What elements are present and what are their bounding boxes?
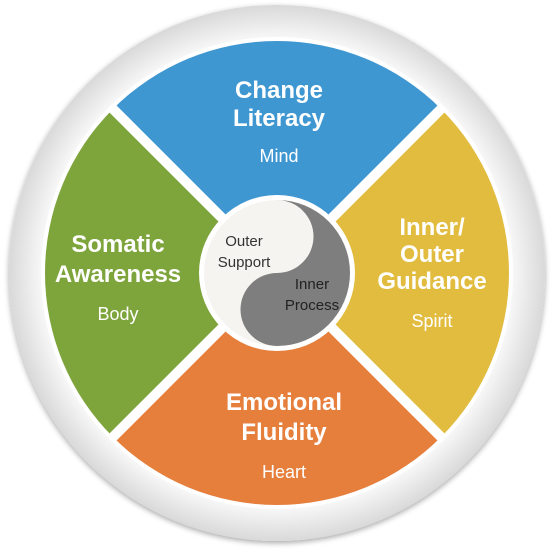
hub-inner-process	[240, 200, 350, 346]
segment-title-inner-line1: Inner/	[399, 214, 465, 241]
segment-subtitle-body: Body	[97, 304, 138, 324]
segment-emotional-fluidity	[107, 273, 447, 505]
segment-title-somatic-line2: Awareness	[55, 261, 181, 288]
hub-label-inner: Inner	[295, 276, 329, 293]
segment-title-emotional-line1: Emotional	[226, 389, 342, 416]
segment-somatic-awareness	[45, 103, 277, 443]
segment-title-change-line2: Literacy	[233, 105, 326, 132]
segment-title-somatic-line1: Somatic	[71, 231, 164, 258]
hub-label-process: Process	[285, 297, 339, 314]
segment-title-inner-line3: Guidance	[377, 268, 486, 295]
segment-subtitle-mind: Mind	[259, 146, 298, 166]
segment-title-inner-line2: Outer	[400, 241, 464, 268]
segment-title-change-line1: Change	[235, 77, 323, 104]
segment-title-emotional-line2: Fluidity	[241, 419, 327, 446]
segment-inner-outer-guidance	[277, 103, 509, 443]
segment-subtitle-heart: Heart	[262, 462, 306, 482]
hub-label-support: Support	[218, 254, 271, 271]
segment-subtitle-spirit: Spirit	[411, 311, 452, 331]
hub-label-outer: Outer	[225, 233, 263, 250]
segment-change-literacy	[107, 41, 447, 273]
